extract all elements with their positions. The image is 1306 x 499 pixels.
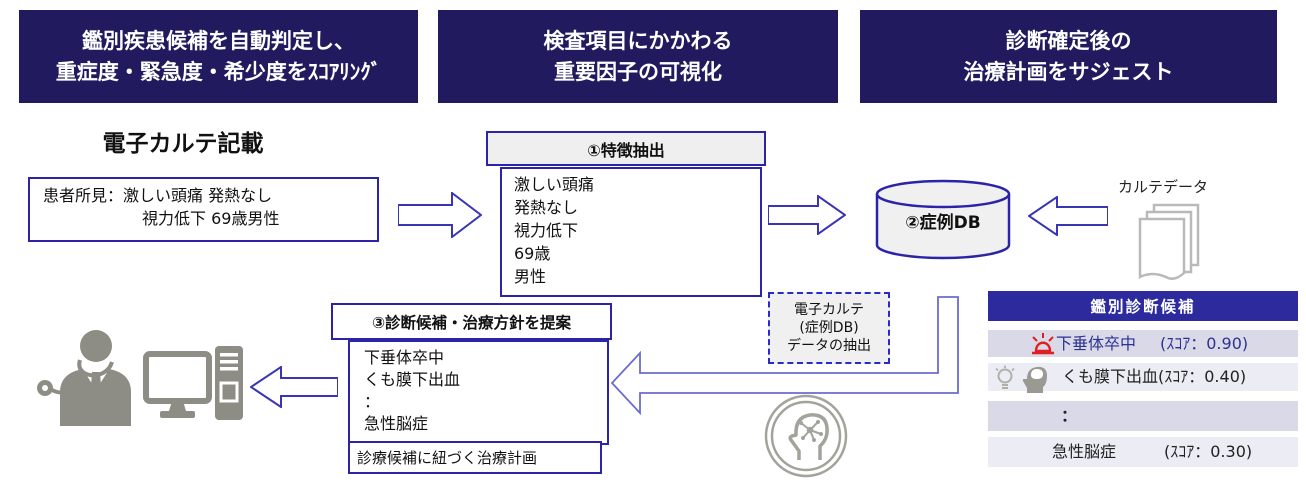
feature-extraction-title: ①特徴抽出 xyxy=(587,140,665,160)
table-row: 急性脳症 (ｽｺｱ：0.30) xyxy=(988,437,1298,467)
diagnosis-candidate-box: 下垂体卒中 くも膜下出血 ： 急性脳症 xyxy=(348,340,609,445)
extraction-note: 電子カルテ (症例DB) データの抽出 xyxy=(768,292,890,364)
diagnosis-candidate: 急性脳症 xyxy=(364,414,429,433)
proposal-header: ③診断候補・治療方針を提案 xyxy=(331,303,612,340)
case-db: ②症例DB xyxy=(874,178,1012,262)
feature-item: 発熱なし xyxy=(514,198,579,217)
doctor-icon xyxy=(37,330,131,426)
banner-line: 診断確定後の xyxy=(1005,29,1132,54)
database-cylinder-icon xyxy=(875,179,1011,260)
extraction-note-line: データの抽出 xyxy=(787,338,871,355)
diagnosis-candidate: ： xyxy=(364,392,381,411)
extraction-note-line: 電子カルテ xyxy=(794,301,864,318)
banner-line: 検査項目にかかわる xyxy=(543,29,733,54)
treatment-plan-box: 診療候補に紐づく治療計画 xyxy=(348,441,602,474)
diagnosis-name: くも膜下出血 xyxy=(1062,367,1159,386)
elbow-arrow-left-icon xyxy=(610,296,959,416)
banner-line: 重要因子の可視化 xyxy=(554,59,722,84)
computer-workstation-icon xyxy=(143,346,243,420)
documents-stack-icon xyxy=(1138,203,1200,281)
diagnosis-ellipsis: ： xyxy=(1061,406,1078,425)
feature-extraction-header: ①特徴抽出 xyxy=(486,131,766,166)
case-db-label: ②症例DB xyxy=(905,213,981,233)
patient-finding-box: 患者所見：激しい頭痛 発熱なし 視力低下 69歳男性 xyxy=(28,177,379,242)
patient-finding-line1: 患者所見：激しい頭痛 発熱なし xyxy=(43,186,273,205)
banner-visualization: 検査項目にかかわる 重要因子の可視化 xyxy=(438,10,838,103)
ai-brain-icon xyxy=(764,394,848,478)
lightbulb-icon xyxy=(995,365,1015,389)
feature-item: 69歳 xyxy=(514,244,551,263)
banner-line: 治療計画をサジェスト xyxy=(963,59,1174,84)
emergency-siren-icon xyxy=(1032,333,1054,355)
diagnosis-score: (ｽｺｱ：0.90) xyxy=(1160,334,1249,353)
diagnosis-candidate: くも膜下出血 xyxy=(364,370,461,389)
ehr-section-title: 電子カルテ記載 xyxy=(102,131,264,157)
arrow-right-icon xyxy=(768,195,846,235)
arrow-right-icon xyxy=(398,192,482,238)
treatment-plan-label: 診療候補に紐づく治療計画 xyxy=(357,449,538,467)
banner-treatment-suggest: 診断確定後の 治療計画をサジェスト xyxy=(860,10,1277,103)
feature-list-box: 激しい頭痛 発熱なし 視力低下 69歳 男性 xyxy=(500,167,762,297)
table-row: くも膜下出血 (ｽｺｱ：0.40) xyxy=(988,363,1298,393)
head-brain-icon xyxy=(1022,366,1047,393)
diagnosis-name: 下垂体卒中 xyxy=(1056,334,1137,353)
diagnosis-candidate: 下垂体卒中 xyxy=(364,348,445,367)
diagnosis-score: (ｽｺｱ：0.40) xyxy=(1158,367,1247,386)
karte-data-label: カルテデータ xyxy=(1118,178,1209,196)
table-row: ： xyxy=(988,401,1298,431)
patient-finding-line2: 視力低下 69歳男性 xyxy=(142,209,280,229)
banner-scoring: 鑑別疾患候補を自動判定し、 重症度・緊急度・希少度をｽｺｱﾘﾝｸﾞ xyxy=(19,10,418,103)
diagnosis-score: (ｽｺｱ：0.30) xyxy=(1164,442,1253,461)
differential-diagnosis-table: 鑑別診断候補 下垂体卒中 (ｽｺｱ：0.90) xyxy=(988,291,1298,467)
extraction-note-line: (症例DB) xyxy=(799,319,859,336)
arrow-left-icon xyxy=(1028,196,1108,236)
feature-item: 激しい頭痛 xyxy=(514,175,595,194)
arrow-left-icon xyxy=(250,366,338,408)
diagnosis-name: 急性脳症 xyxy=(1052,442,1117,461)
table-row: 下垂体卒中 (ｽｺｱ：0.90) xyxy=(988,330,1298,357)
banner-line: 鑑別疾患候補を自動判定し、 xyxy=(82,29,355,54)
feature-item: 男性 xyxy=(514,267,547,286)
feature-item: 視力低下 xyxy=(514,221,579,240)
banner-line: 重症度・緊急度・希少度をｽｺｱﾘﾝｸﾞ xyxy=(55,59,382,84)
proposal-title: ③診断候補・治療方針を提案 xyxy=(371,313,572,332)
diagnosis-table-header: 鑑別診断候補 xyxy=(988,291,1298,321)
